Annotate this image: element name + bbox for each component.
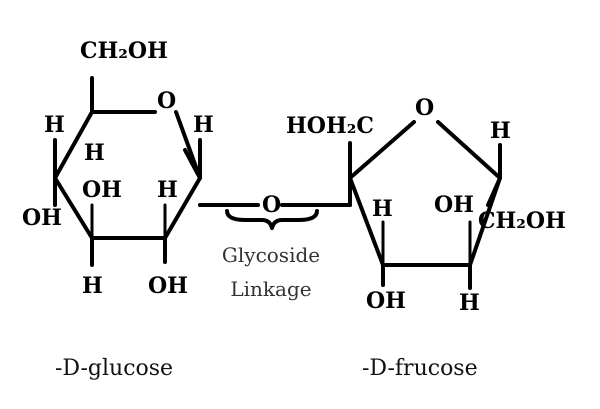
fructose-ring-bonds	[348, 120, 502, 267]
fructose-ring	[348, 120, 502, 290]
fructose-caption: -D-frucose	[362, 356, 478, 381]
glucose-oh-c4: OH	[22, 205, 62, 231]
glucose-h-c4-top: H	[44, 112, 65, 138]
linkage-label-line1: Glycoside	[222, 243, 320, 267]
fructose-ch2oh-label: CH₂OH	[478, 208, 566, 234]
glucose-ring	[53, 76, 202, 267]
glucose-h-c1: H	[193, 112, 214, 138]
linkage-label-line2: Linkage	[230, 277, 311, 301]
glucose-ch2oh-label: CH₂OH	[80, 38, 168, 64]
glucose-ring-oxygen: O	[157, 88, 176, 114]
fructose-ring-oxygen: O	[415, 95, 434, 121]
linkage-oxygen: O	[262, 192, 281, 218]
glucose-caption: -D-glucose	[55, 356, 173, 381]
fructose-h-c4: H	[459, 290, 480, 316]
glucose-oh-c2: OH	[148, 273, 188, 299]
glucose-oh-c3: OH	[82, 177, 122, 203]
fructose-hoh2c-label: HOH₂C	[286, 113, 374, 139]
glucose-h-c2: H	[157, 177, 178, 203]
glucose-ring-bonds	[53, 110, 202, 240]
glucose-h-c3: H	[82, 273, 103, 299]
fructose-oh-c3: OH	[366, 288, 406, 314]
glucose-h-c5: H	[84, 140, 105, 166]
fructose-h-c5: H	[490, 118, 511, 144]
linkage-brace	[225, 209, 319, 230]
fructose-oh-c4: OH	[434, 192, 474, 218]
fructose-c5-ch2oh-bond	[486, 176, 502, 207]
glucose-o-c1-bond	[174, 110, 202, 180]
glycosidic-linkage	[198, 203, 352, 230]
fructose-h-c3: H	[372, 196, 393, 222]
